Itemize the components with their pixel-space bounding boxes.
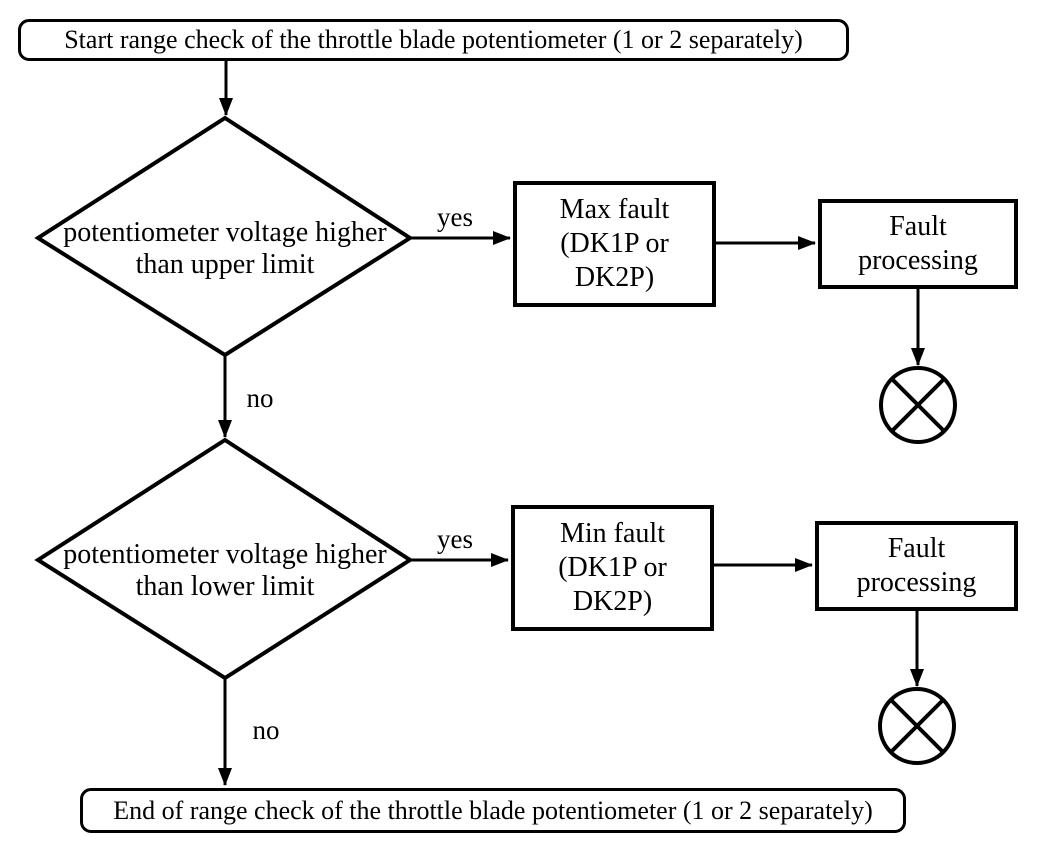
max-fault-line3: DK2P) <box>574 262 655 294</box>
decision-lower-line1: potentiometer voltage higher <box>63 539 387 570</box>
decision-upper-label: potentiometer voltage higher than upper … <box>55 217 395 281</box>
start-node: Start range check of the throttle blade … <box>18 19 849 61</box>
fault-processing-lower-line1: Fault <box>887 532 946 564</box>
fault-processing-lower-node: Fault processing <box>815 521 1018 611</box>
end-node: End of range check of the throttle blade… <box>80 788 906 833</box>
crossed-circle-icon <box>879 366 957 444</box>
fault-processing-upper-line1: Fault <box>889 210 947 242</box>
min-fault-line3: DK2P) <box>572 586 653 618</box>
fault-processing-upper-line2: processing <box>858 245 978 276</box>
min-fault-line1: Min fault <box>560 517 665 549</box>
decision-upper-line1: potentiometer voltage higher <box>63 217 387 248</box>
start-node-label: Start range check of the throttle blade … <box>64 25 803 54</box>
decision-lower-label: potentiometer voltage higher than lower … <box>55 539 395 603</box>
fault-processing-upper-node: Fault processing <box>818 199 1018 289</box>
max-fault-line1: Max fault <box>559 193 670 225</box>
max-fault-line2: (DK1P or <box>560 227 669 259</box>
edge-label-yes-lower: yes <box>428 526 482 553</box>
end-node-label: End of range check of the throttle blade… <box>113 795 873 825</box>
edge-label-yes-upper: yes <box>428 204 482 231</box>
crossed-circle-icon <box>878 687 956 765</box>
min-fault-node: Min fault (DK1P or DK2P) <box>511 505 714 631</box>
edge-label-no-lower: no <box>244 717 288 744</box>
fault-processing-lower-line2: processing <box>856 567 977 598</box>
decision-lower-line2: than lower limit <box>135 571 315 603</box>
min-fault-line2: (DK1P or <box>558 551 667 583</box>
edge-label-no-upper: no <box>238 385 282 412</box>
decision-upper-line2: than upper limit <box>135 249 315 281</box>
max-fault-node: Max fault (DK1P or DK2P) <box>513 181 716 307</box>
